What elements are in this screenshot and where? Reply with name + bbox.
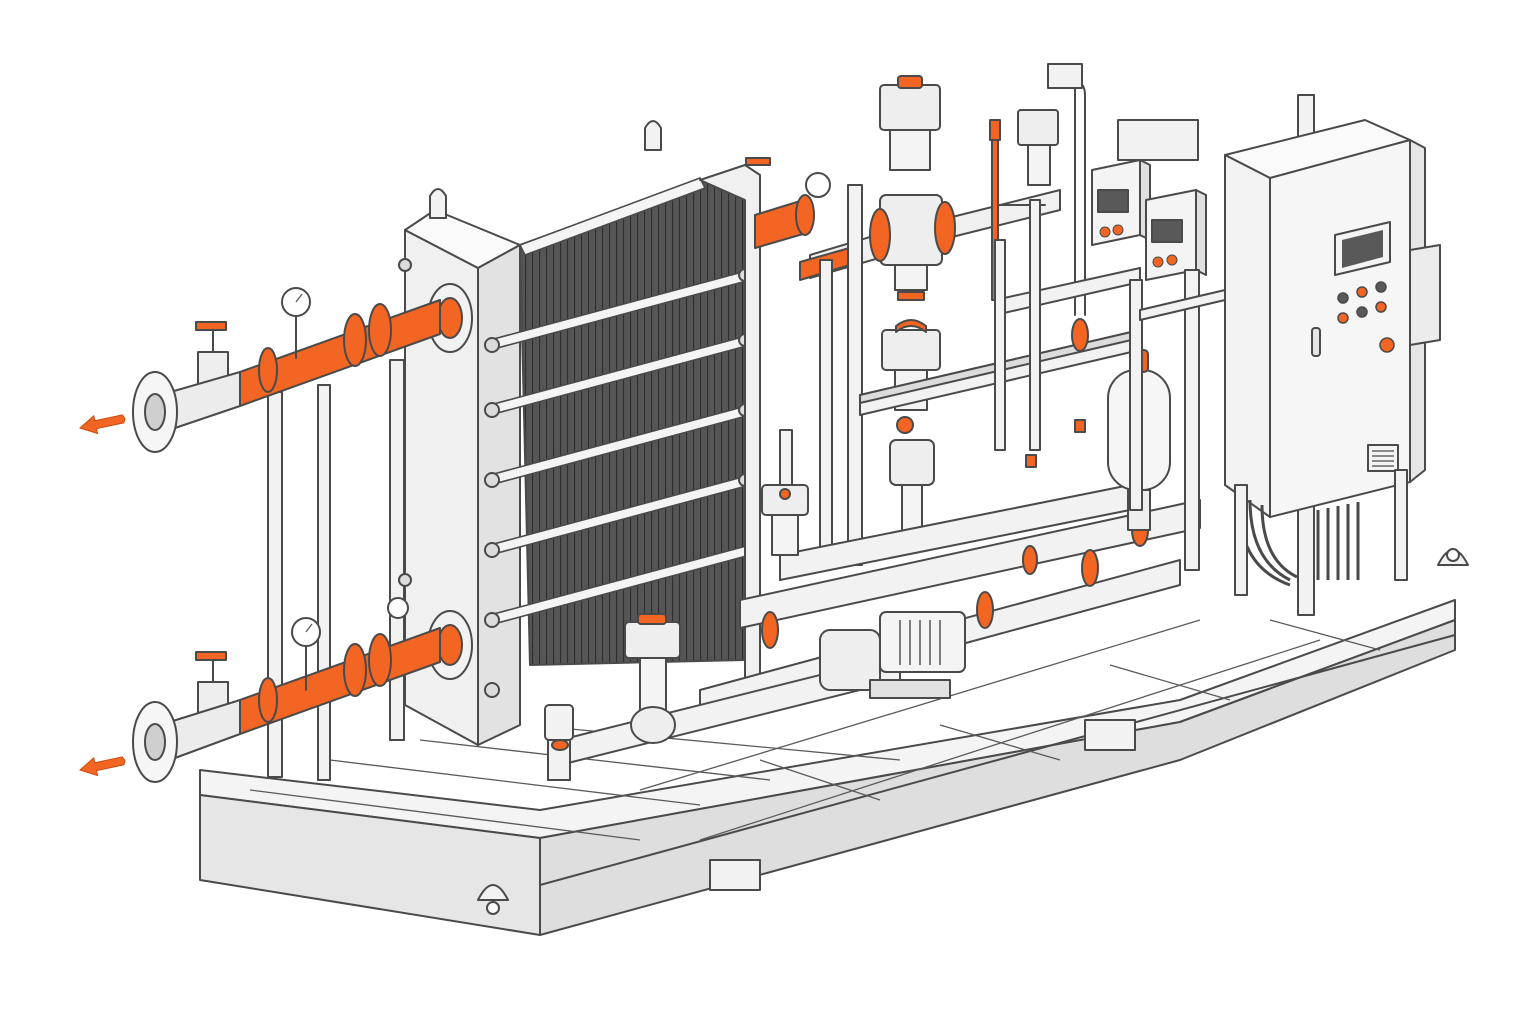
flow-arrows: [79, 414, 126, 777]
skid-cross-members: [249, 619, 1381, 841]
cabinet-front: [1224, 154, 1271, 518]
pressure-gauge-top: [805, 172, 831, 198]
control-valve-middle: [881, 319, 941, 546]
arrow-left-icon: [79, 414, 126, 435]
pump-motor: [879, 611, 966, 673]
phe-fixed-frame-side: [477, 244, 521, 746]
lower-outlet-pipe: [132, 597, 441, 783]
lifting-lugs: [477, 548, 1469, 915]
actuator-lower-middle: [761, 484, 809, 556]
cabinet-vent: [1367, 444, 1399, 472]
drain-valve-bottom: [544, 704, 574, 781]
actuator-lower-left: [624, 613, 681, 744]
circulation-pump: [819, 611, 966, 699]
phe-tie-bars: [489, 176, 751, 627]
skid-front-beam-right: [539, 619, 1456, 936]
plate-heat-exchanger: [398, 120, 761, 746]
actuator-top-right: [989, 109, 1059, 301]
instrument-boxes: [1091, 119, 1207, 281]
cable-conduits: [1238, 494, 1360, 587]
upper-manifold-piping: [745, 63, 1086, 566]
arrow-left-icon: [79, 756, 126, 777]
cabinet-buttons: [1337, 281, 1395, 353]
upper-outlet-pipe: [132, 287, 441, 453]
control-valve-upper: [869, 75, 956, 301]
electrical-control-cabinet: [1224, 119, 1441, 596]
base-skid-frame: [199, 548, 1469, 936]
